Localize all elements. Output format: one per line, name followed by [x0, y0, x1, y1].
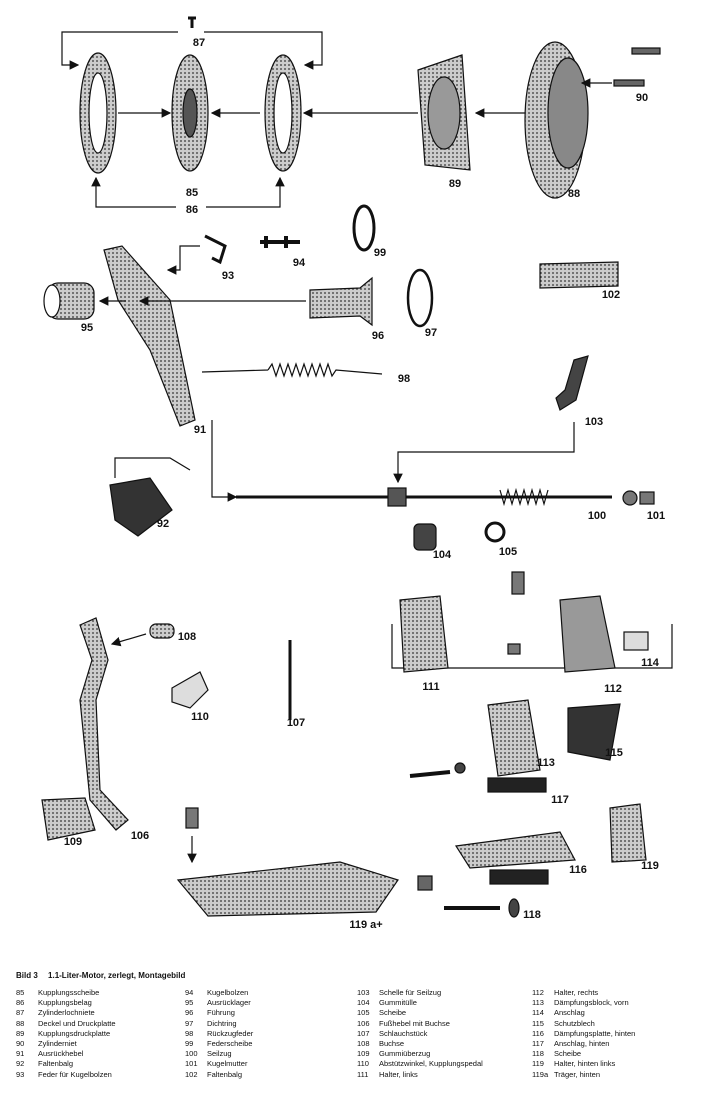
callout: 87	[193, 37, 205, 49]
callout: 105	[499, 546, 517, 558]
callout: 107	[287, 717, 305, 729]
callout: 99	[374, 247, 386, 259]
callout: 113	[537, 757, 555, 769]
callout: 114	[641, 657, 660, 669]
callout: 86	[186, 204, 198, 216]
engine-mounts-group	[176, 571, 673, 918]
pedal-group	[41, 617, 292, 841]
callout: 106	[131, 830, 149, 842]
callout: 119	[641, 860, 659, 872]
callout: 119 a+	[349, 919, 382, 931]
callout: 85	[186, 187, 198, 199]
callout: 94	[293, 257, 306, 269]
callout: 110	[191, 711, 209, 723]
callout: 95	[81, 322, 93, 334]
figure-caption: Bild 3 1.1-Liter-Motor, zerlegt, Montage…	[16, 971, 185, 980]
callout: 112	[604, 683, 622, 695]
callout: 108	[178, 631, 196, 643]
callout: 102	[602, 289, 620, 301]
callout: 115	[605, 747, 623, 759]
callout: 97	[425, 327, 437, 339]
callout: 116	[569, 864, 587, 876]
callout: 117	[551, 794, 569, 806]
figure-label: Bild 3	[16, 971, 38, 980]
callout: 103	[585, 416, 603, 428]
figure-title: 1.1-Liter-Motor, zerlegt, Montagebild	[48, 971, 186, 980]
callout: 93	[222, 270, 234, 282]
callout: 101	[647, 510, 665, 522]
callout: 100	[588, 510, 606, 522]
callout: 91	[194, 424, 206, 436]
callout: 118	[523, 909, 541, 921]
callout: 98	[398, 373, 410, 385]
callout-labels: 85 86 87 88 89 90 91 92 93 94 95 96 97 9…	[64, 37, 665, 931]
callout: 104	[433, 549, 452, 561]
callout: 89	[449, 178, 461, 190]
exploded-parts-diagram: 85 86 87 88 89 90 91 92 93 94 95 96 97 9…	[41, 16, 673, 931]
release-mechanism-group	[43, 204, 655, 551]
callout: 109	[64, 836, 82, 848]
callout: 96	[372, 330, 384, 342]
callout: 88	[568, 188, 580, 200]
callout: 111	[422, 681, 439, 693]
callout: 90	[636, 92, 648, 104]
callout: 92	[157, 518, 169, 530]
clutch-discs-group	[61, 16, 661, 208]
